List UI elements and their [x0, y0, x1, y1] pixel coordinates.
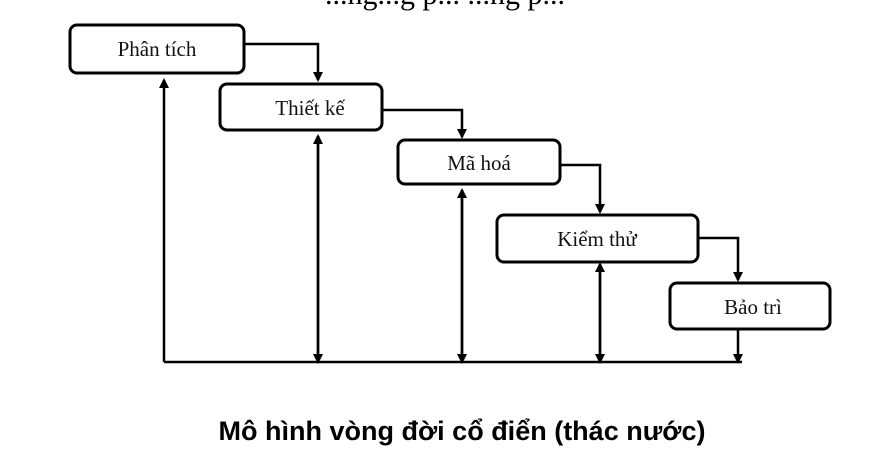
- connector-thiet-ke-ma-hoa: [382, 108, 467, 139]
- step-label: Phân tích: [118, 37, 197, 61]
- step-label: Bảo trì: [724, 295, 782, 319]
- diagram-caption: Mô hình vòng đời cổ điển (thác nước): [219, 416, 706, 446]
- step-label: Kiểm thử: [557, 227, 637, 251]
- feedback-loop: [159, 78, 743, 364]
- step-box: [495, 213, 700, 264]
- connector-ma-hoa-kiem-thu: [560, 163, 605, 214]
- step-box: [68, 23, 246, 75]
- step-box: [218, 82, 384, 132]
- step-kiem-thu: Kiểm thử: [495, 213, 700, 264]
- step-bao-tri: Bảo trì: [668, 281, 832, 331]
- connector-kiem-thu-bao-tri: [698, 236, 743, 282]
- step-phan-tich: Phân tích: [68, 23, 246, 75]
- step-ma-hoa: Mã hoá: [396, 138, 562, 186]
- step-thiet-ke: Thiết kế: [218, 82, 384, 132]
- flow-connectors: [244, 42, 743, 282]
- step-box: [668, 281, 832, 331]
- header-fragment: ...ng...g p... ...ng p...: [325, 0, 565, 11]
- connector-phan-tich-thiet-ke: [244, 42, 323, 82]
- step-label: Mã hoá: [447, 151, 511, 175]
- step-label: Thiết kế: [275, 96, 345, 120]
- step-box: [396, 138, 562, 186]
